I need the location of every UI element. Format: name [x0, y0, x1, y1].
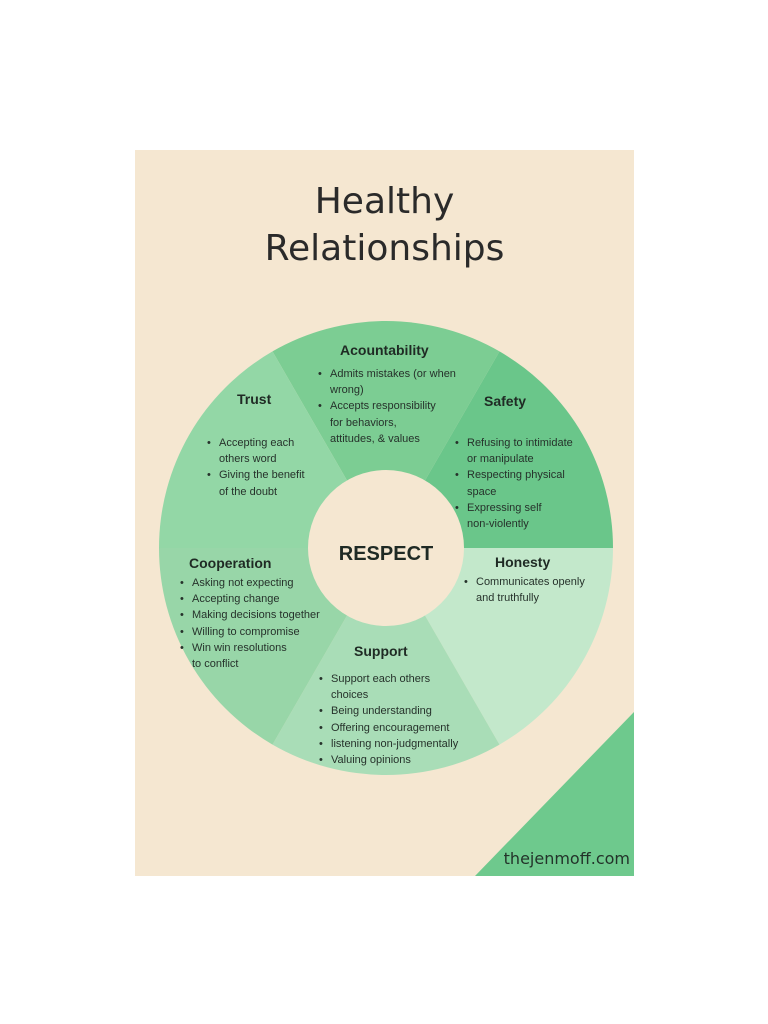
list-item: Refusing to intimidate or manipulate: [453, 435, 573, 467]
support-list: Support each others choicesBeing underst…: [317, 671, 458, 768]
list-item: Support each others choices: [317, 671, 458, 703]
page-title: Healthy Relationships: [135, 178, 634, 272]
safety-title: Safety: [484, 393, 527, 409]
title-line-2: Relationships: [264, 228, 505, 269]
corner-triangle-shape: [475, 712, 634, 876]
honesty-list: Communicates openly and truthfully: [462, 574, 585, 606]
title-line-1: Healthy: [314, 181, 455, 222]
cooperation-title: Cooperation: [189, 555, 272, 571]
trust-list: Accepting each others wordGiving the ben…: [205, 435, 305, 500]
list-item: Win win resolutions to conflict: [178, 640, 320, 672]
list-item: listening non-judgmentally: [317, 736, 458, 752]
list-item: Accepting change: [178, 591, 320, 607]
cooperation-list: Asking not expectingAccepting changeMaki…: [178, 575, 320, 672]
accountability-title: Acountability: [340, 342, 429, 358]
list-item: Accepting each others word: [205, 435, 305, 467]
list-item: Accepts responsibility for behaviors, at…: [316, 398, 456, 447]
support-title: Support: [354, 643, 408, 659]
honesty-title: Honesty: [495, 554, 551, 570]
list-item: Making decisions together: [178, 607, 320, 623]
list-item: Communicates openly and truthfully: [462, 574, 585, 606]
list-item: Offering encouragement: [317, 720, 458, 736]
website-credit: thejenmoff.com: [503, 849, 630, 868]
list-item: Expressing self non-violently: [453, 500, 573, 532]
list-item: Admits mistakes (or when wrong): [316, 366, 456, 398]
accountability-list: Admits mistakes (or when wrong)Accepts r…: [316, 366, 456, 447]
list-item: Being understanding: [317, 703, 458, 719]
poster: Healthy Relationships RESPECT Acountabil…: [135, 150, 634, 876]
list-item: Respecting physical space: [453, 467, 573, 499]
list-item: Asking not expecting: [178, 575, 320, 591]
list-item: Giving the benefit of the doubt: [205, 467, 305, 499]
trust-title: Trust: [237, 391, 272, 407]
list-item: Willing to compromise: [178, 624, 320, 640]
safety-list: Refusing to intimidate or manipulateResp…: [453, 435, 573, 532]
center-label: RESPECT: [338, 543, 434, 565]
corner-triangle: [475, 712, 634, 876]
center-circle: [308, 470, 464, 626]
list-item: Valuing opinions: [317, 752, 458, 768]
